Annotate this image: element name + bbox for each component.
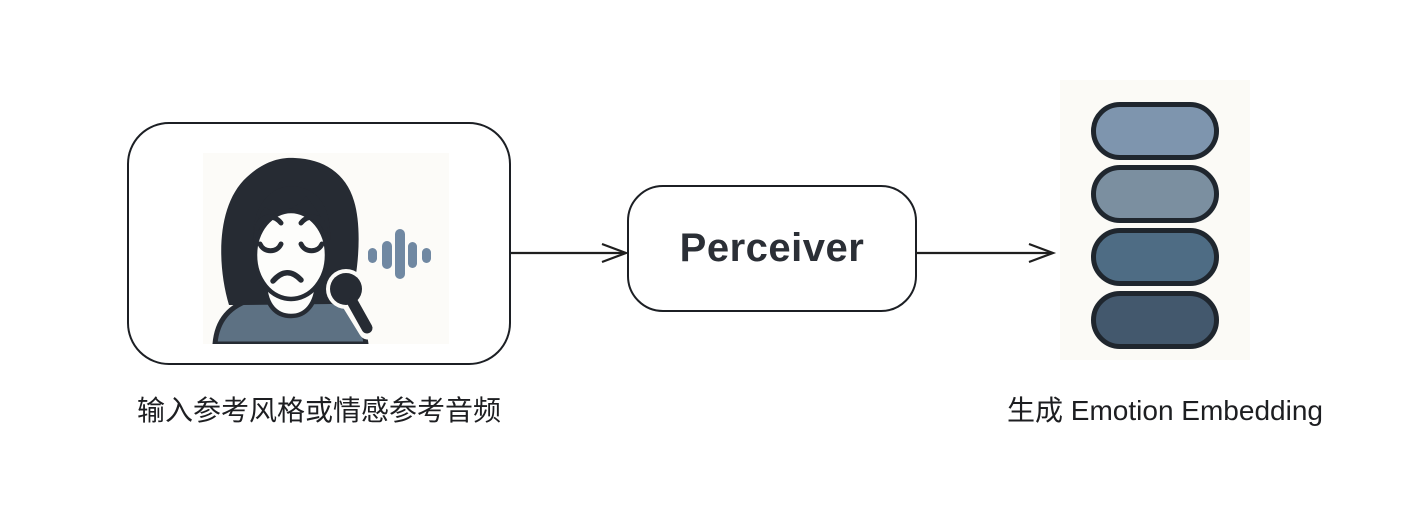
right-eye: [298, 241, 325, 254]
arrow-input-to-perceiver: [510, 240, 630, 266]
perceiver-label: Perceiver: [679, 226, 865, 270]
right-eyebrow: [298, 214, 328, 231]
emotion-embedding-stack: [1060, 80, 1250, 360]
microphone-icon: [326, 269, 378, 340]
embedding-pill-2: [1091, 165, 1219, 223]
arrow-perceiver-to-embedding: [915, 240, 1057, 266]
left-eyebrow: [254, 214, 284, 231]
embedding-pill-1: [1091, 102, 1219, 160]
sad-person-microphone-illustration: [203, 153, 449, 344]
frown-mouth: [270, 270, 304, 284]
embedding-pill-3: [1091, 228, 1219, 286]
hair-fringe: [252, 186, 331, 243]
left-eye: [257, 241, 284, 254]
face: [252, 208, 330, 302]
soundwave-icon: [368, 229, 431, 279]
embedding-pill-4: [1091, 291, 1219, 349]
input-reference-audio-box: [127, 122, 511, 365]
perceiver-box: Perceiver: [627, 185, 917, 312]
input-caption: 输入参考风格或情感参考音频: [136, 395, 501, 426]
output-caption: 生成 Emotion Embedding: [1007, 395, 1323, 426]
